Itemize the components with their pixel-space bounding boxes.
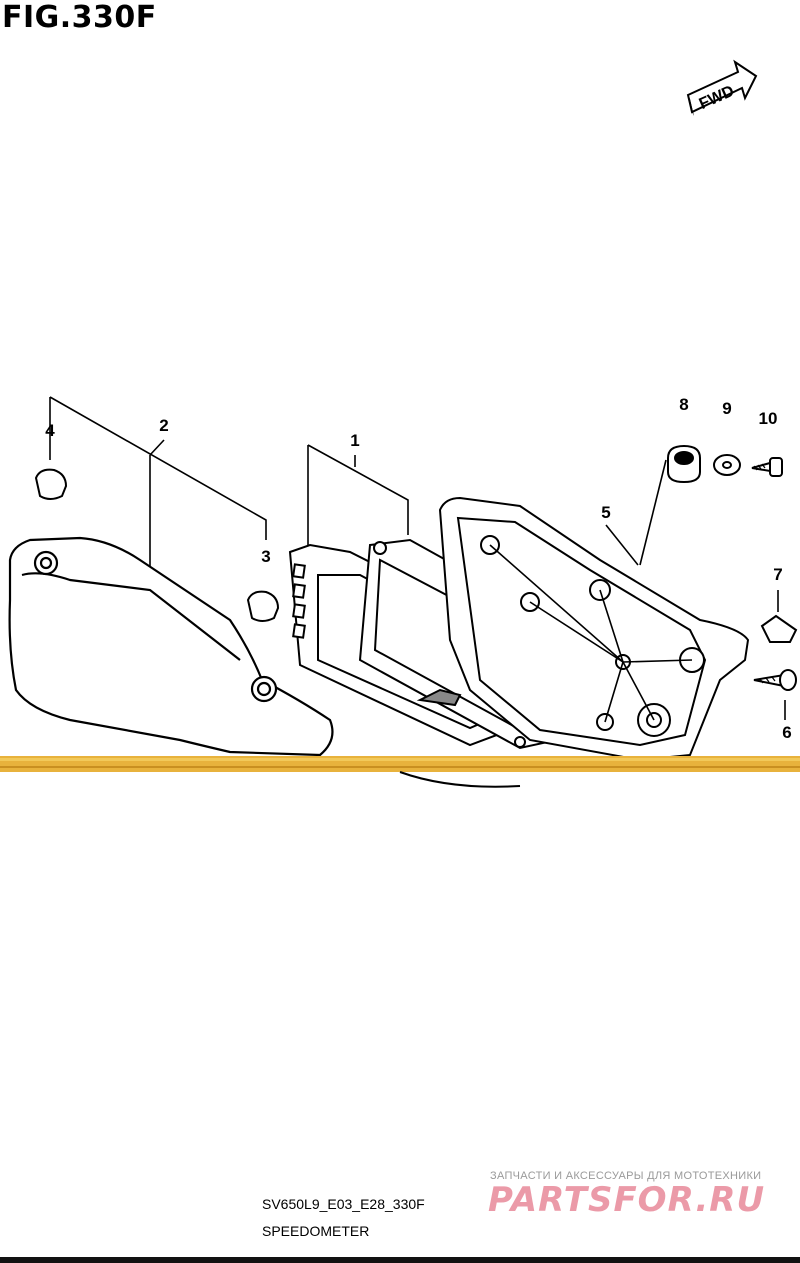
watermark-logo: PARTSFOR.RU: [488, 1180, 766, 1220]
callout-3: 3: [261, 547, 270, 566]
meter-cover-part-2: [8, 536, 334, 757]
callout-labels: 1 2 3 4 5 6 7 8 9 10: [45, 395, 791, 742]
cap-part-4: [34, 468, 68, 500]
grommet-part-8: [667, 444, 701, 484]
callout-7: 7: [773, 565, 782, 584]
callout-1: 1: [350, 431, 359, 450]
callout-6: 6: [782, 723, 791, 742]
cap-part-3: [246, 590, 280, 622]
screw-part-10: [751, 457, 783, 477]
callout-2: 2: [159, 416, 168, 435]
callout-10: 10: [759, 409, 778, 428]
figure-title: FIG.330F: [2, 0, 157, 35]
washer-part-9: [713, 454, 741, 476]
screw-part-6: [753, 669, 797, 691]
callout-5: 5: [601, 503, 610, 522]
callout-8: 8: [679, 395, 688, 414]
bottom-border: [0, 1257, 800, 1263]
diagram-code: SV650L9_E03_E28_330F: [262, 1196, 425, 1212]
leader-lines: [49, 396, 786, 720]
callout-9: 9: [722, 399, 731, 418]
scan-artifact-band: [0, 756, 800, 788]
diagram-name: SPEEDOMETER: [262, 1223, 370, 1239]
callout-4: 4: [45, 421, 55, 440]
clip-nut-part-7: [760, 614, 798, 643]
watermark-text: ЗАПЧАСТИ И АКСЕССУАРЫ ДЛЯ МОТОТЕХНИКИ: [490, 1170, 762, 1182]
meter-bracket-part-5: [438, 496, 750, 762]
fwd-arrow-icon: FWD: [686, 59, 758, 116]
